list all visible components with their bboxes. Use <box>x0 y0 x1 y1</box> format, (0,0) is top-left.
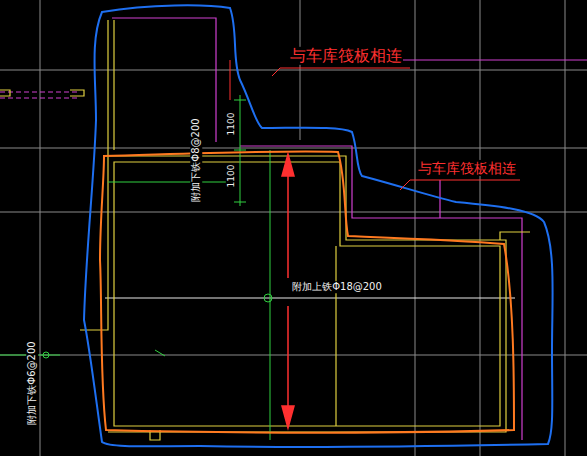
magenta-wall <box>240 146 522 440</box>
green-line <box>108 182 228 183</box>
grid-line <box>40 0 41 456</box>
yellow-wall <box>0 90 10 96</box>
yellow-wall <box>70 90 84 96</box>
magenta-outlines <box>0 18 587 440</box>
magenta-dashed <box>0 91 80 92</box>
extent-arrowhead <box>282 154 294 176</box>
grid-line <box>0 70 587 71</box>
note-underline <box>410 180 520 181</box>
axis-line <box>105 298 515 299</box>
grid-line <box>0 212 587 213</box>
region-outline-orange <box>100 151 514 432</box>
dimension-tick <box>234 150 246 151</box>
red-line <box>230 60 231 100</box>
note-leader <box>272 68 280 76</box>
rebar-label: 附加上铁Φ18@200 <box>291 281 383 293</box>
note-underline <box>280 68 410 69</box>
grid-line <box>0 355 587 356</box>
grid-line <box>0 148 587 149</box>
yellow-wall <box>335 246 336 426</box>
grid-line <box>300 0 301 140</box>
note-text: 与车库筏板相连 <box>289 47 403 65</box>
green-lines <box>0 95 272 440</box>
extent-arrow-shaft <box>287 172 289 278</box>
note-leader <box>400 180 410 190</box>
region-outline-blue <box>84 5 553 446</box>
red-markings <box>230 60 520 428</box>
axis-circle <box>43 352 49 358</box>
note-text: 与车库筏板相连 <box>417 160 517 176</box>
grid-line <box>480 0 481 456</box>
extent-arrow-shaft <box>287 306 289 410</box>
extent-arrowhead <box>282 406 294 428</box>
dimension-text: 1100 <box>226 112 236 137</box>
magenta-dashed <box>0 97 80 98</box>
yellow-wall <box>108 156 506 432</box>
dimension-tick <box>234 202 246 203</box>
dimension-tick <box>234 100 246 101</box>
grid-line <box>415 0 416 456</box>
dimension-text: 1100 <box>226 164 236 189</box>
yellow-walls <box>0 20 530 440</box>
axis-circle <box>264 294 272 302</box>
green-mark <box>155 350 165 356</box>
rebar-label: 附加下铁Φ6@200 <box>26 340 38 425</box>
yellow-wall <box>113 20 114 150</box>
yellow-wall <box>114 162 500 426</box>
grid-line <box>565 0 566 456</box>
rebar-label: 附加下铁Φ8@200 <box>190 117 202 202</box>
yellow-wall <box>500 232 530 240</box>
